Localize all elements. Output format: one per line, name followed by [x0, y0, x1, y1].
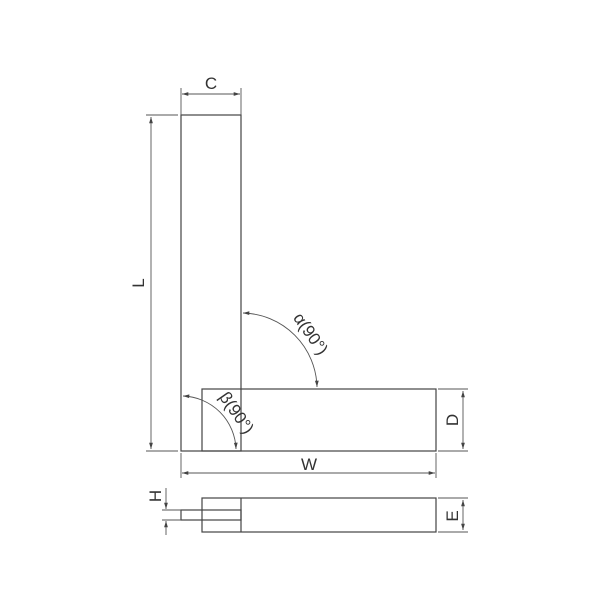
h-label: H — [146, 490, 165, 502]
alpha-angle-arc — [242, 311, 319, 388]
w-label: W — [301, 455, 317, 474]
c-label: C — [205, 74, 217, 93]
beta-label: β(90°) — [215, 388, 257, 437]
alpha-label: α(90°) — [289, 309, 331, 358]
side-view-blade — [180, 509, 242, 521]
d-label: D — [443, 414, 462, 426]
side-view-stock — [201, 497, 437, 533]
e-label: E — [443, 510, 462, 521]
beta-angle-arc — [182, 394, 238, 450]
l-label: L — [129, 278, 148, 287]
